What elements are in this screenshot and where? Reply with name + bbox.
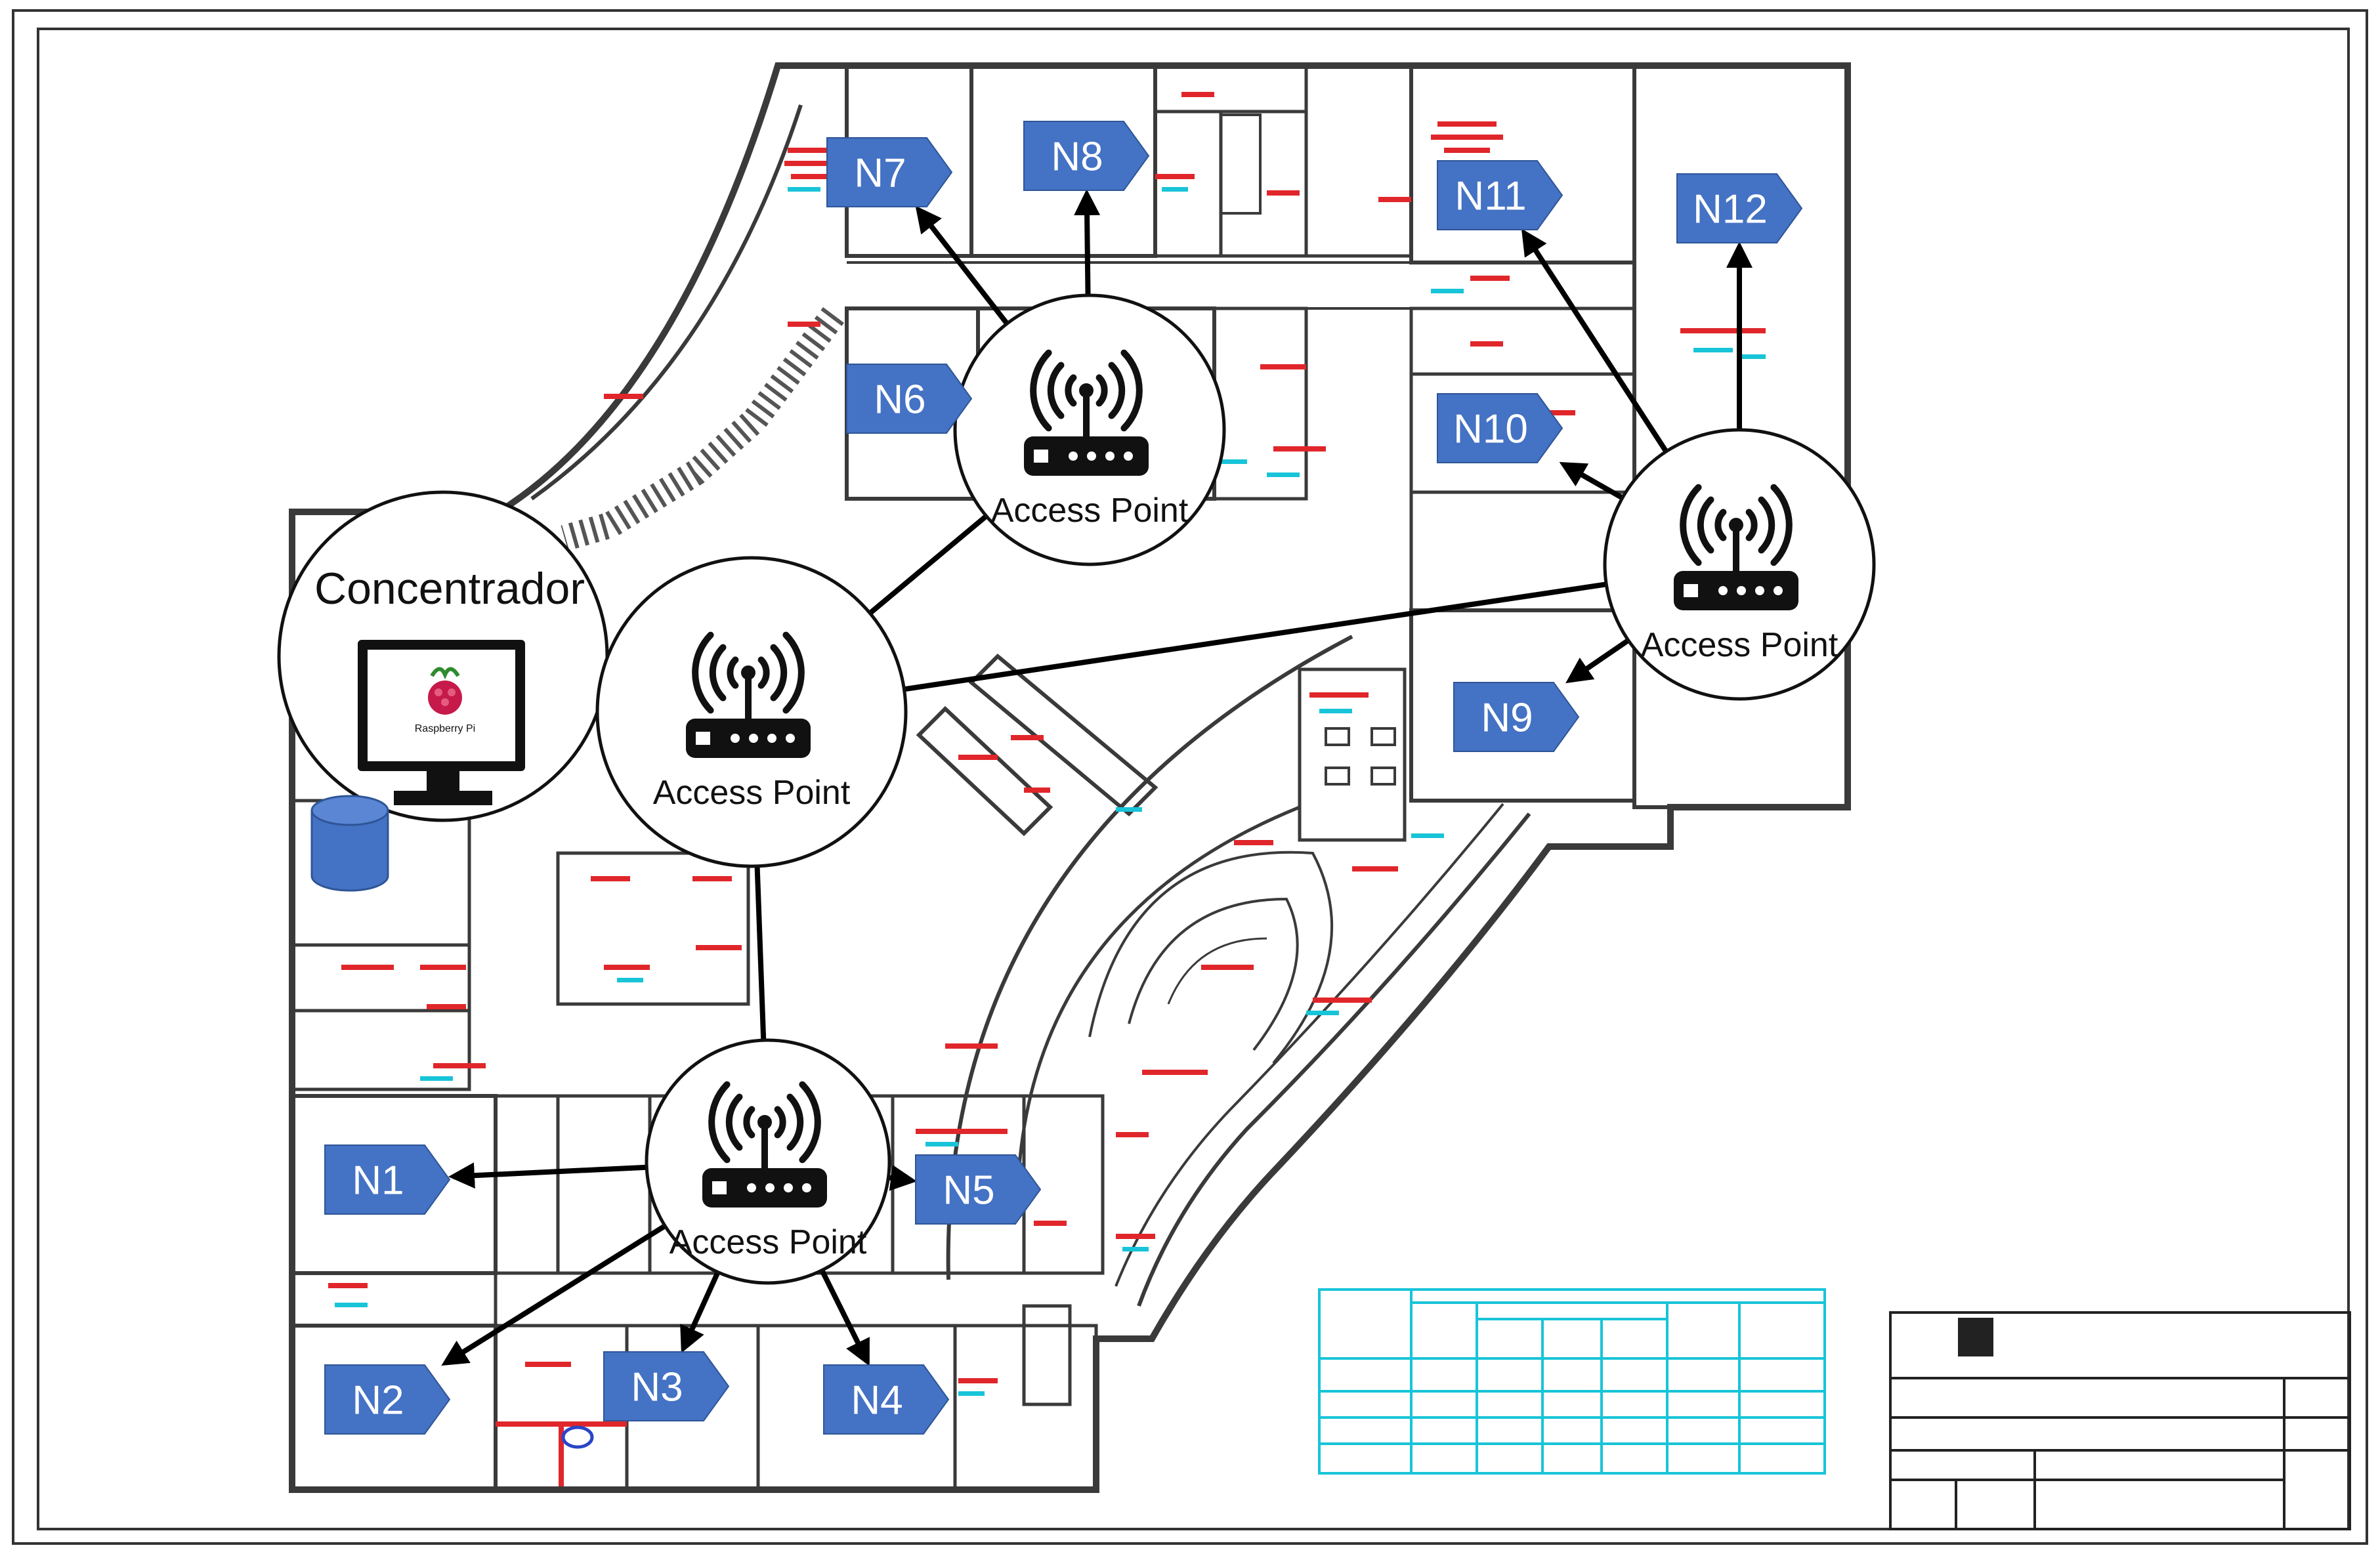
raspberry-pi-label: Raspberry Pi [415,723,475,734]
node-n3: N3 [603,1351,730,1421]
node-pentagon-shape [1437,160,1563,230]
node-label: N8 [1051,135,1103,180]
stairs-top [1220,114,1262,215]
raspberry-pi-icon [428,667,462,715]
monitor-base [394,791,492,805]
room-top-3 [1153,110,1223,258]
node-label: N3 [631,1365,683,1410]
access-point-ap_center: Access Point [595,556,908,868]
node-pentagon-shape [823,1364,950,1435]
building-outline [289,62,1851,1493]
gallery-window-2 [1371,727,1396,746]
database-icon [310,795,389,892]
room-right-1 [1409,306,1636,376]
access-point-ap_bottom: Access Point [645,1038,891,1285]
node-pentagon-shape [1453,682,1580,752]
node-pentagon-shape [915,1154,1042,1225]
node-label: N10 [1453,407,1528,452]
node-pentagon-shape [1023,121,1150,191]
node-pentagon-shape [324,1364,451,1435]
wifi-router-icon [702,1081,827,1208]
node-n1: N1 [324,1144,451,1215]
room-left-2 [290,943,471,1013]
node-label: N6 [874,377,925,423]
gallery-window-4 [1371,766,1396,786]
link-ap_center-ap_right [830,565,1672,709]
auditorium-arc-4 [1128,897,1299,1051]
node-label: N1 [352,1158,404,1204]
auditorium-arc-5 [1167,937,1267,1005]
room-top-5 [1304,64,1413,258]
auditorium-arc-2 [1015,805,1300,1202]
node-n6: N6 [846,364,973,434]
wifi-router-icon [686,631,811,758]
stairs-diagonal [968,653,1158,817]
access-point-label: Access Point [653,774,851,812]
room-right-3 [1409,490,1636,612]
monitor-neck [427,771,459,794]
node-n8: N8 [1023,121,1150,191]
room-center-1 [556,851,750,1006]
stairs-diagonal-2 [916,705,1053,837]
red-cross-symbol [496,1421,627,1486]
curved-wall-east [1137,812,1531,1307]
room-annotations [328,92,1766,1486]
auditorium-arc-3 [1088,850,1334,1064]
outer-frame [12,9,2368,1545]
node-pentagon-shape [603,1351,730,1421]
area-summary-table [1318,1288,1826,1475]
node-n12: N12 [1676,173,1803,243]
gallery-window-3 [1325,766,1350,786]
curved-wall-east-2 [1115,803,1504,1287]
access-point-label: Access Point [991,492,1189,530]
room-left-3 [290,1009,471,1091]
gallery-window-1 [1325,727,1350,746]
node-label: N7 [854,151,906,196]
node-label: N4 [851,1378,903,1423]
curved-wall-north [530,104,803,501]
inner-frame [37,28,2350,1530]
wifi-router-icon [1674,484,1798,610]
access-point-label: Access Point [669,1223,867,1261]
stairs-ramp [561,307,844,551]
stairs-bottom [1022,1304,1072,1406]
access-point-ap_right: Access Point [1603,428,1876,701]
node-label: N12 [1693,187,1768,232]
concentrator: Concentrador Raspberry Pi [277,490,609,822]
access-point-ap_top: Access Point [953,293,1226,566]
node-n5: N5 [915,1154,1042,1225]
node-pentagon-shape [1676,173,1803,243]
title-block [1889,1311,2351,1530]
node-label: N9 [1481,696,1533,741]
room-top-4 [1219,110,1308,258]
node-pentagon-shape [846,364,973,434]
access-point-label: Access Point [1641,626,1838,664]
node-n9: N9 [1453,682,1580,752]
concentrator-title: Concentrador [314,564,585,614]
node-n4: N4 [823,1364,950,1435]
node-n2: N2 [324,1364,451,1435]
node-pentagon-shape [324,1144,451,1215]
node-pentagon-shape [1437,393,1563,463]
node-label: N2 [352,1378,404,1423]
node-label: N5 [943,1168,994,1213]
room-left-5 [290,1271,498,1328]
node-label: N11 [1455,174,1526,219]
wifi-router-icon [1024,349,1149,476]
node-n10: N10 [1437,393,1563,463]
node-n11: N11 [1437,160,1563,230]
node-pentagon-shape [826,137,953,207]
node-n7: N7 [826,137,953,207]
blue-circles-symbol [561,1425,594,1449]
room-mid-3 [1212,306,1308,501]
